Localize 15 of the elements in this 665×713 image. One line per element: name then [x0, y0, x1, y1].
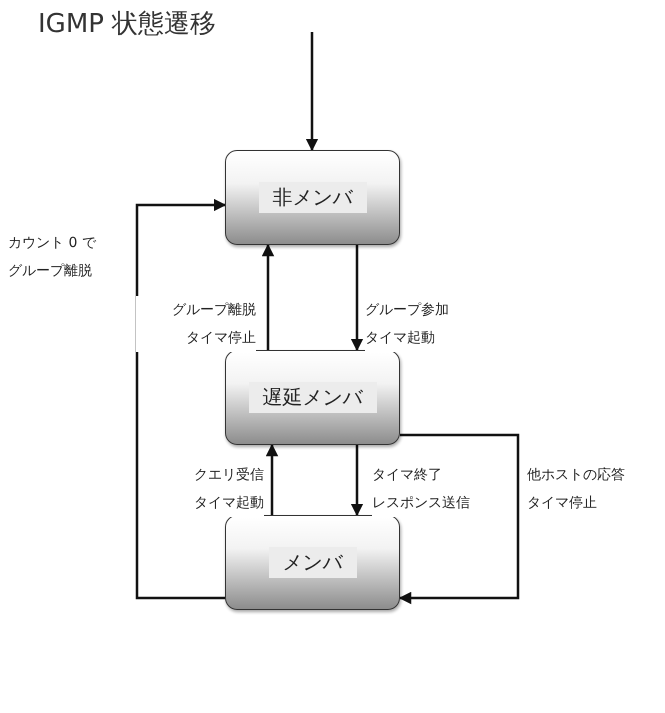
edge-label: グループ離脱タイマ停止	[136, 296, 256, 352]
arrow	[262, 244, 274, 350]
state-box	[225, 515, 400, 610]
arrow	[350, 245, 364, 352]
state-box	[225, 350, 400, 445]
arrow	[398, 434, 520, 604]
state-box	[225, 150, 400, 245]
diagram-title: IGMP 状態遷移	[38, 8, 216, 41]
state-label: 非メンバ	[258, 182, 366, 213]
arrow	[350, 445, 364, 516]
state-label: メンバ	[268, 547, 356, 578]
arrow	[136, 198, 226, 600]
arrow	[266, 444, 278, 515]
arrow	[306, 32, 318, 152]
state-label: 遅延メンバ	[248, 382, 376, 413]
